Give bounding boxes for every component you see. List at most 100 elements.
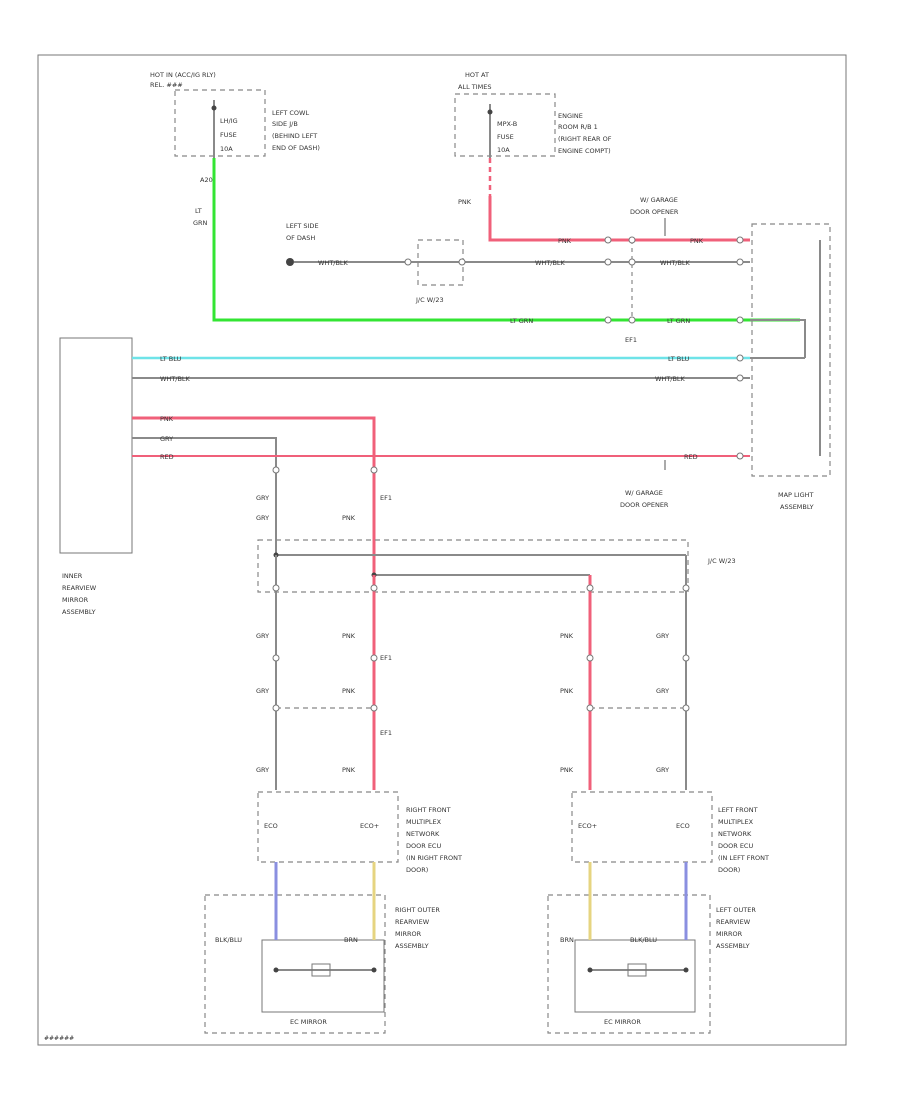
vertical-pins bbox=[272, 584, 690, 712]
ef1-label-mid: EF1 bbox=[380, 494, 392, 502]
r-mirror-line-4: ASSEMBLY bbox=[395, 942, 429, 950]
pnk-vertical-label: PNK bbox=[458, 198, 472, 206]
junction-bottom-label: J/C W/23 bbox=[707, 557, 736, 565]
lt-blu-left-label: LT BLU bbox=[160, 355, 182, 363]
wht-blk-label-2: WHT/BLK bbox=[535, 259, 566, 267]
gry-mirror-label: GRY bbox=[160, 435, 173, 443]
fuse-right-node bbox=[487, 109, 493, 115]
r-mirror-line-2: REARVIEW bbox=[395, 918, 430, 926]
fuse-block-left: HOT IN (ACC/IG RLY) REL. ### LH/IG FUSE … bbox=[150, 71, 320, 158]
inner-mirror-line-3: MIRROR bbox=[62, 596, 89, 604]
eng-line-4: ENGINE COMPT) bbox=[558, 147, 611, 155]
rf-ecu-line-4: DOOR ECU bbox=[406, 842, 441, 850]
gry-label-6: GRY bbox=[656, 766, 669, 774]
lt-grn-right-label: LT GRN bbox=[667, 317, 690, 325]
gry-label-b: GRY bbox=[256, 514, 269, 522]
fuse-left-type: FUSE bbox=[220, 131, 237, 139]
lf-ecu-line-2: MULTIPLEX bbox=[718, 818, 754, 826]
gry-label-5: GRY bbox=[256, 766, 269, 774]
l-mirror-blk-blu: BLK/BLU bbox=[630, 936, 657, 944]
gry-label-4: GRY bbox=[656, 687, 669, 695]
jb-left-line-2: SIDE J/B bbox=[272, 120, 298, 128]
pnk-upper-label-2: PNK bbox=[690, 237, 704, 245]
fuse-block-right: HOT AT ALL TIMES MPX-B FUSE 10A ENGINE R… bbox=[454, 71, 612, 158]
r-ec-mirror-label: EC MIRROR bbox=[290, 1018, 327, 1026]
lf-ecu-ecplus: ECO+ bbox=[578, 822, 597, 830]
garage-top-line-1: W/ GARAGE bbox=[640, 196, 678, 204]
rf-ecu-line-3: NETWORK bbox=[406, 830, 440, 838]
r-mirror-line-3: MIRROR bbox=[395, 930, 422, 938]
lf-ecu-line-3: NETWORK bbox=[718, 830, 752, 838]
jb-left-line-4: END OF DASH) bbox=[272, 144, 320, 152]
a20-label: A20 bbox=[200, 176, 213, 184]
pnk-upper-label-1: PNK bbox=[558, 237, 572, 245]
eng-line-2: ROOM R/B 1 bbox=[558, 123, 598, 131]
connector-pins bbox=[272, 236, 744, 474]
map-light-line-1: MAP LIGHT bbox=[778, 491, 814, 499]
fuse-right-rating: 10A bbox=[497, 146, 510, 154]
gry-label-3: GRY bbox=[256, 687, 269, 695]
inner-mirror-box bbox=[59, 337, 133, 554]
ef1-label-2: EF1 bbox=[380, 654, 392, 662]
engine-rb-box bbox=[454, 93, 556, 157]
junction-connector-bottom bbox=[257, 539, 689, 593]
left-jb-box bbox=[174, 89, 266, 157]
gry-label-a: GRY bbox=[256, 494, 269, 502]
garage-bottom-line-2: DOOR OPENER bbox=[620, 501, 669, 509]
wire-pnk-upper bbox=[488, 196, 750, 242]
l-ec-mirror-label: EC MIRROR bbox=[604, 1018, 641, 1026]
ground-point bbox=[286, 258, 294, 266]
red-right-label: RED bbox=[684, 453, 698, 461]
fuse-right-type: FUSE bbox=[497, 133, 514, 141]
pnk-label-6: PNK bbox=[560, 766, 574, 774]
inner-mirror-line-2: REARVIEW bbox=[62, 584, 97, 592]
hot-at-label: HOT AT bbox=[465, 71, 489, 79]
lf-ecu-line-5: (IN LEFT FRONT bbox=[718, 854, 769, 862]
lt-grn-mid-label: LT GRN bbox=[510, 317, 533, 325]
lf-ecu-line-1: LEFT FRONT bbox=[718, 806, 758, 814]
gry-label-1: GRY bbox=[256, 632, 269, 640]
rf-ecu-line-1: RIGHT FRONT bbox=[406, 806, 451, 814]
hot-at-sub-label: ALL TIMES bbox=[458, 83, 491, 91]
map-light-line-2: ASSEMBLY bbox=[780, 503, 814, 511]
map-light-box bbox=[751, 223, 831, 477]
pnk-label-5: PNK bbox=[342, 766, 356, 774]
ef1-label-3: EF1 bbox=[380, 729, 392, 737]
hot-acc-label: HOT IN (ACC/IG RLY) bbox=[150, 71, 216, 79]
red-left-label: RED bbox=[160, 453, 174, 461]
right-outer-mirror: BLK/BLU BRN EC MIRROR RIGHT OUTER REARVI… bbox=[204, 894, 440, 1034]
rf-ecu-eco: ECO bbox=[264, 822, 278, 830]
rf-ecu-line-2: MULTIPLEX bbox=[406, 818, 442, 826]
lt-blu-right-label: LT BLU bbox=[668, 355, 690, 363]
hot-acc-sub-label: REL. ### bbox=[150, 81, 183, 89]
fuse-left-rating: 10A bbox=[220, 145, 233, 153]
pnk-label-3: PNK bbox=[342, 687, 356, 695]
garage-bottom-line-1: W/ GARAGE bbox=[625, 489, 663, 497]
r-mirror-blk-blu: BLK/BLU bbox=[215, 936, 242, 944]
gry-label-2: GRY bbox=[656, 632, 669, 640]
eng-line-1: ENGINE bbox=[558, 112, 583, 120]
fuse-right-name: MPX-B bbox=[497, 120, 517, 128]
wht-blk-label-3: WHT/BLK bbox=[660, 259, 691, 267]
garage-top-line-2: DOOR OPENER bbox=[630, 208, 679, 216]
pnk-label-2: PNK bbox=[560, 632, 574, 640]
pnk-mirror-label: PNK bbox=[160, 415, 174, 423]
junction-top-label: J/C W/23 bbox=[415, 296, 444, 304]
rf-ecu-line-6: DOOR) bbox=[406, 866, 428, 874]
wht-blk-mirror-right: WHT/BLK bbox=[655, 375, 686, 383]
ef1-label-top: EF1 bbox=[625, 336, 637, 344]
right-front-door-ecu: ECO ECO+ RIGHT FRONT MULTIPLEX NETWORK D… bbox=[257, 791, 462, 874]
pnk-label-1: PNK bbox=[342, 632, 356, 640]
r-mirror-line-1: RIGHT OUTER bbox=[395, 906, 440, 914]
lf-ecu-line-6: DOOR) bbox=[718, 866, 740, 874]
wht-blk-label-1: WHT/BLK bbox=[318, 259, 349, 267]
wire-pnk-mirror bbox=[132, 416, 376, 590]
rf-ecu-line-5: (IN RIGHT FRONT bbox=[406, 854, 462, 862]
r-mirror-brn: BRN bbox=[344, 936, 358, 944]
left-front-door-ecu: ECO+ ECO LEFT FRONT MULTIPLEX NETWORK DO… bbox=[571, 791, 769, 874]
diagram-id: ###### bbox=[44, 1035, 74, 1042]
l-mirror-brn: BRN bbox=[560, 936, 574, 944]
l-mirror-line-1: LEFT OUTER bbox=[716, 906, 756, 914]
